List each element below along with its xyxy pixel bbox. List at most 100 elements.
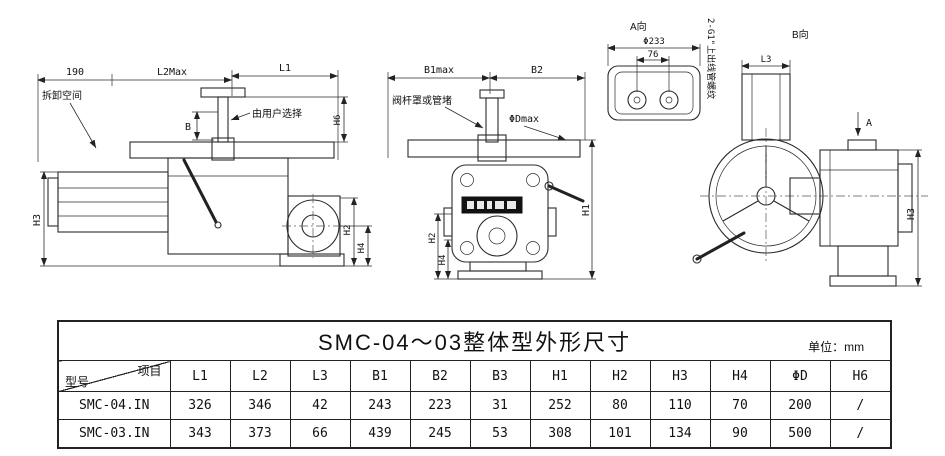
col-header-l3: L3 <box>289 360 351 392</box>
dim-b-lines <box>192 111 218 141</box>
corner-item-label: 项目 <box>137 364 162 378</box>
value-cell: 53 <box>469 419 531 449</box>
housing-b <box>789 139 913 287</box>
note-stem-cover: 阀杆罩或管堵 <box>392 94 452 107</box>
dim-b: B <box>185 122 191 133</box>
dim-h3: H3 <box>32 214 43 226</box>
section-label-a: A <box>866 118 872 129</box>
dim-h2: H2 <box>343 225 353 236</box>
dim-h6: H6 <box>333 115 343 126</box>
note-user-choice: 由用户选择 <box>252 107 302 120</box>
dim-h6-lines <box>245 96 348 143</box>
value-cell: / <box>829 391 892 420</box>
dim-h2-front: H2 <box>428 233 438 244</box>
dim-b2: B2 <box>531 65 543 76</box>
dim-190: 190 <box>66 67 84 78</box>
value-cell: 326 <box>169 391 231 420</box>
col-header-b3: B3 <box>469 360 531 392</box>
view-a-body <box>607 65 701 121</box>
value-cell: 70 <box>709 391 771 420</box>
dim-h1-lines <box>542 139 596 280</box>
unit-label: 单位：mm <box>808 340 865 354</box>
dim-l3-lines <box>741 60 791 76</box>
front-view: B1max B2 阀杆罩或管堵 ΦDmax <box>387 65 596 280</box>
col-header-h1: H1 <box>529 360 591 392</box>
col-header-h4: H4 <box>709 360 771 392</box>
corner-model-label: 型号 <box>65 375 90 389</box>
value-cell: 346 <box>229 391 291 420</box>
dim-l2max: L2Max <box>157 67 187 78</box>
col-header-h2: H2 <box>589 360 651 392</box>
col-header-phid: ΦD <box>769 360 831 392</box>
technical-drawing: 190 L2Max L1 拆卸空间 B 由用户选择 <box>32 18 928 287</box>
dim-b1max: B1max <box>424 65 454 76</box>
handwheel-front <box>407 134 581 162</box>
indicator-hub <box>488 227 506 245</box>
declutch-lever-b <box>692 231 746 264</box>
declutch-lever-front <box>544 181 585 203</box>
value-cell: 66 <box>289 419 351 449</box>
stem-cover <box>200 87 246 143</box>
header-row: 项目 型号 L1 L2 L3 B1 B2 B3 H1 H2 H3 H4 ΦD H… <box>57 360 892 392</box>
value-cell: 31 <box>469 391 531 420</box>
value-cell: 243 <box>349 391 411 420</box>
dim-h2-h4-lines <box>340 197 372 267</box>
value-cell: 245 <box>409 419 471 449</box>
value-cell: / <box>829 419 892 449</box>
note-conduit-thread: 2-G1"上出线管螺纹 <box>705 18 717 99</box>
value-cell: 134 <box>649 419 711 449</box>
value-cell: 500 <box>769 419 831 449</box>
base-front <box>457 261 543 280</box>
dim-h3-b: H3 <box>906 208 917 220</box>
view-a-label: A向 <box>630 20 647 33</box>
col-header-l1: L1 <box>169 360 231 392</box>
base-plate <box>279 253 345 267</box>
table-row-smc04: SMC-04.IN 326 346 42 243 223 31 252 80 1… <box>57 391 892 420</box>
dim-233: Φ233 <box>643 37 665 47</box>
front-view-dim-lines <box>387 72 586 158</box>
dim-h4: H4 <box>357 243 367 254</box>
dim-l3: L3 <box>761 55 772 65</box>
dim-dmax: ΦDmax <box>509 114 539 125</box>
side-view-dim-lines <box>37 70 339 162</box>
col-header-h3: H3 <box>649 360 711 392</box>
dim-h2-h4-front-lines <box>434 213 458 280</box>
value-cell: 80 <box>589 391 651 420</box>
leader-removal-space <box>69 102 97 149</box>
view-b: B向 L3 <box>692 28 928 287</box>
indicator-window <box>476 215 518 257</box>
col-header-l2: L2 <box>229 360 291 392</box>
view-a: A向 Φ233 76 2-G1"上出线管螺纹 <box>607 18 717 121</box>
handwheel-side <box>129 137 335 161</box>
motor-cylinder <box>47 171 169 233</box>
model-cell: SMC-03.IN <box>57 419 171 449</box>
value-cell: 343 <box>169 419 231 449</box>
value-cell: 308 <box>529 419 591 449</box>
dim-l1: L1 <box>279 63 291 74</box>
side-view: 190 L2Max L1 拆卸空间 B 由用户选择 <box>32 63 372 267</box>
col-header-b2: B2 <box>409 360 471 392</box>
col-header-b1: B1 <box>349 360 411 392</box>
table-title: SMC-04～03整体型外形尺寸 <box>317 330 632 355</box>
model-cell: SMC-04.IN <box>57 391 171 420</box>
value-cell: 200 <box>769 391 831 420</box>
dim-h3-lines <box>40 171 280 267</box>
leader-user-choice <box>230 112 251 121</box>
gearbox-body <box>167 157 289 255</box>
view-a-dim-lines <box>607 44 701 92</box>
table-row-smc03: SMC-03.IN 343 373 66 439 245 53 308 101 … <box>57 419 892 449</box>
value-cell: 223 <box>409 391 471 420</box>
lcd-display <box>461 196 523 214</box>
view-b-label: B向 <box>792 28 809 41</box>
dimension-table: SMC-04～03整体型外形尺寸 单位：mm 项目 型号 L1 L2 L3 B1… <box>57 320 893 449</box>
output-block <box>282 194 344 258</box>
note-removal-space: 拆卸空间 <box>42 89 82 102</box>
col-header-h6: H6 <box>829 360 892 392</box>
dim-h3-b-lines <box>896 149 922 287</box>
value-cell: 439 <box>349 419 411 449</box>
value-cell: 90 <box>709 419 771 449</box>
dim-h1: H1 <box>581 204 592 216</box>
corner-header: 项目 型号 <box>57 360 171 392</box>
declutch-lever <box>182 158 222 229</box>
